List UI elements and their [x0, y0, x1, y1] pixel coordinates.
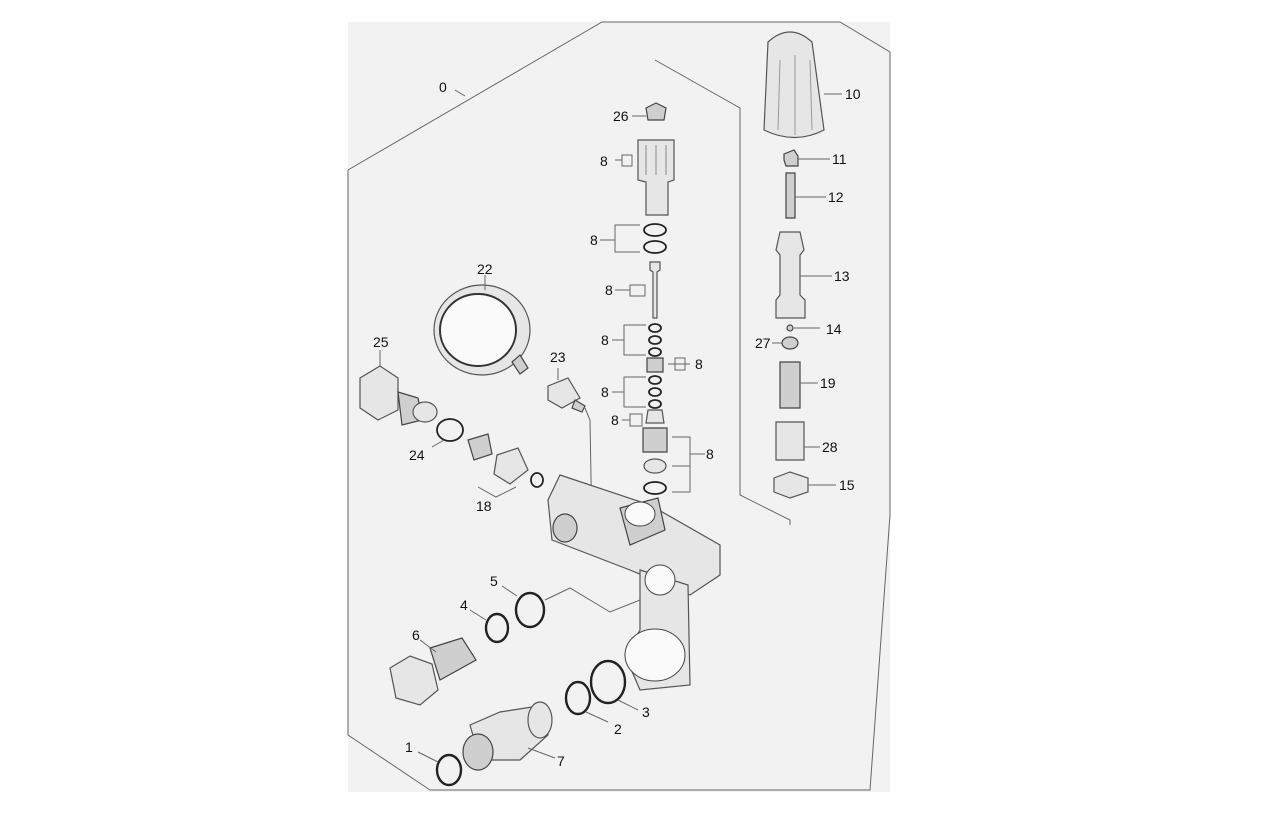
knob-10 [763, 31, 825, 139]
spring-19 [779, 361, 801, 409]
nut-11 [783, 149, 799, 167]
connector-23 [547, 377, 586, 413]
o-ring-2 [564, 680, 592, 716]
spring-8-large [642, 427, 668, 453]
disc-27 [781, 336, 799, 350]
assembly-outline [347, 21, 891, 791]
screw-12 [785, 172, 796, 219]
valve-seat-8 [645, 409, 665, 424]
cone-part [467, 433, 493, 461]
filter-18 [493, 447, 529, 485]
cap-26 [645, 102, 667, 121]
label-1: 1 [405, 739, 413, 755]
label-3: 3 [642, 704, 650, 720]
label-10: 10 [845, 86, 861, 102]
label-7: 7 [557, 753, 565, 769]
label-8-h: 8 [706, 446, 714, 462]
o-ring-1 [435, 753, 463, 787]
subassembly-outline [654, 59, 791, 525]
label-4: 4 [460, 597, 468, 613]
seat-part-8 [637, 139, 675, 216]
label-12: 12 [828, 189, 844, 205]
label-5: 5 [490, 573, 498, 589]
threaded-sleeve-28 [775, 421, 805, 461]
label-24: 24 [409, 447, 425, 463]
plug-7 [462, 701, 553, 771]
label-8-a: 8 [600, 153, 608, 169]
label-15: 15 [839, 477, 855, 493]
o-ring-5 [514, 591, 546, 629]
label-6: 6 [412, 627, 420, 643]
label-8-d: 8 [601, 332, 609, 348]
label-8-c: 8 [605, 282, 613, 298]
label-2: 2 [614, 721, 622, 737]
hex-nut-15 [773, 471, 809, 499]
label-8-g: 8 [611, 412, 619, 428]
pump-head-body [547, 474, 721, 691]
label-19: 19 [820, 375, 836, 391]
label-22: 22 [477, 261, 493, 277]
label-13: 13 [834, 268, 850, 284]
label-11: 11 [832, 151, 847, 167]
label-0: 0 [439, 79, 447, 95]
label-26: 26 [613, 108, 629, 124]
o-ring-4 [484, 612, 510, 644]
label-8-e: 8 [695, 356, 703, 372]
piston-8 [649, 261, 661, 319]
spring-8 [646, 357, 664, 373]
label-27: 27 [755, 335, 771, 351]
banjo-bolt-6 [389, 637, 477, 706]
label-18: 18 [476, 498, 492, 514]
label-14: 14 [826, 321, 842, 337]
o-ring-8a [643, 223, 667, 237]
o-ring-3 [589, 659, 627, 705]
label-25: 25 [373, 334, 389, 350]
o-ring-8b [643, 240, 667, 254]
ball-14 [786, 324, 794, 332]
o-ring-24 [436, 418, 464, 442]
pressure-gauge-22 [433, 284, 531, 376]
valve-25 [359, 365, 438, 426]
label-23: 23 [550, 349, 566, 365]
label-8-f: 8 [601, 384, 609, 400]
label-28: 28 [822, 439, 838, 455]
sleeve-13 [775, 231, 806, 319]
label-8-b: 8 [590, 232, 598, 248]
